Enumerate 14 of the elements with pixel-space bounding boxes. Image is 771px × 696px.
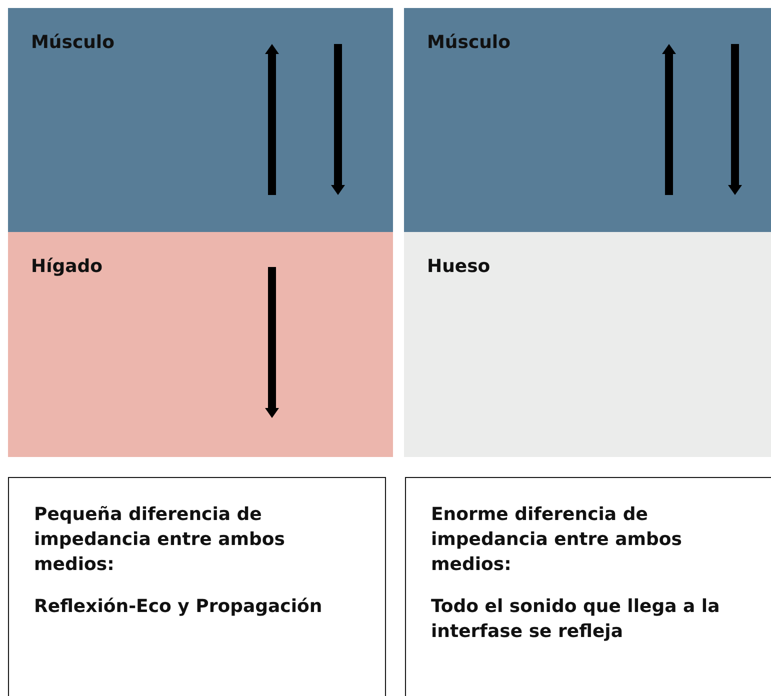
tissue-panel (404, 232, 771, 457)
tissue-label: Músculo (427, 32, 510, 53)
tissue-label: Hueso (427, 256, 490, 277)
heading-text: Enorme diferencia de impedancia entre ambos medios: (431, 503, 683, 577)
heading-text: Pequeña diferencia de impedancia entre ambos medios: (34, 503, 286, 577)
tissue-panel (8, 8, 393, 232)
text-box (405, 477, 771, 696)
tissue-label: Músculo (31, 32, 114, 53)
tissue-label: Hígado (31, 256, 103, 277)
body-text: Todo el sonido que llega a la interfase se refleja (431, 595, 721, 644)
tissue-panel (8, 232, 393, 457)
text-box (8, 477, 386, 696)
body-text: Reflexión-Eco y Propagación (34, 595, 324, 619)
tissue-panel (404, 8, 771, 232)
